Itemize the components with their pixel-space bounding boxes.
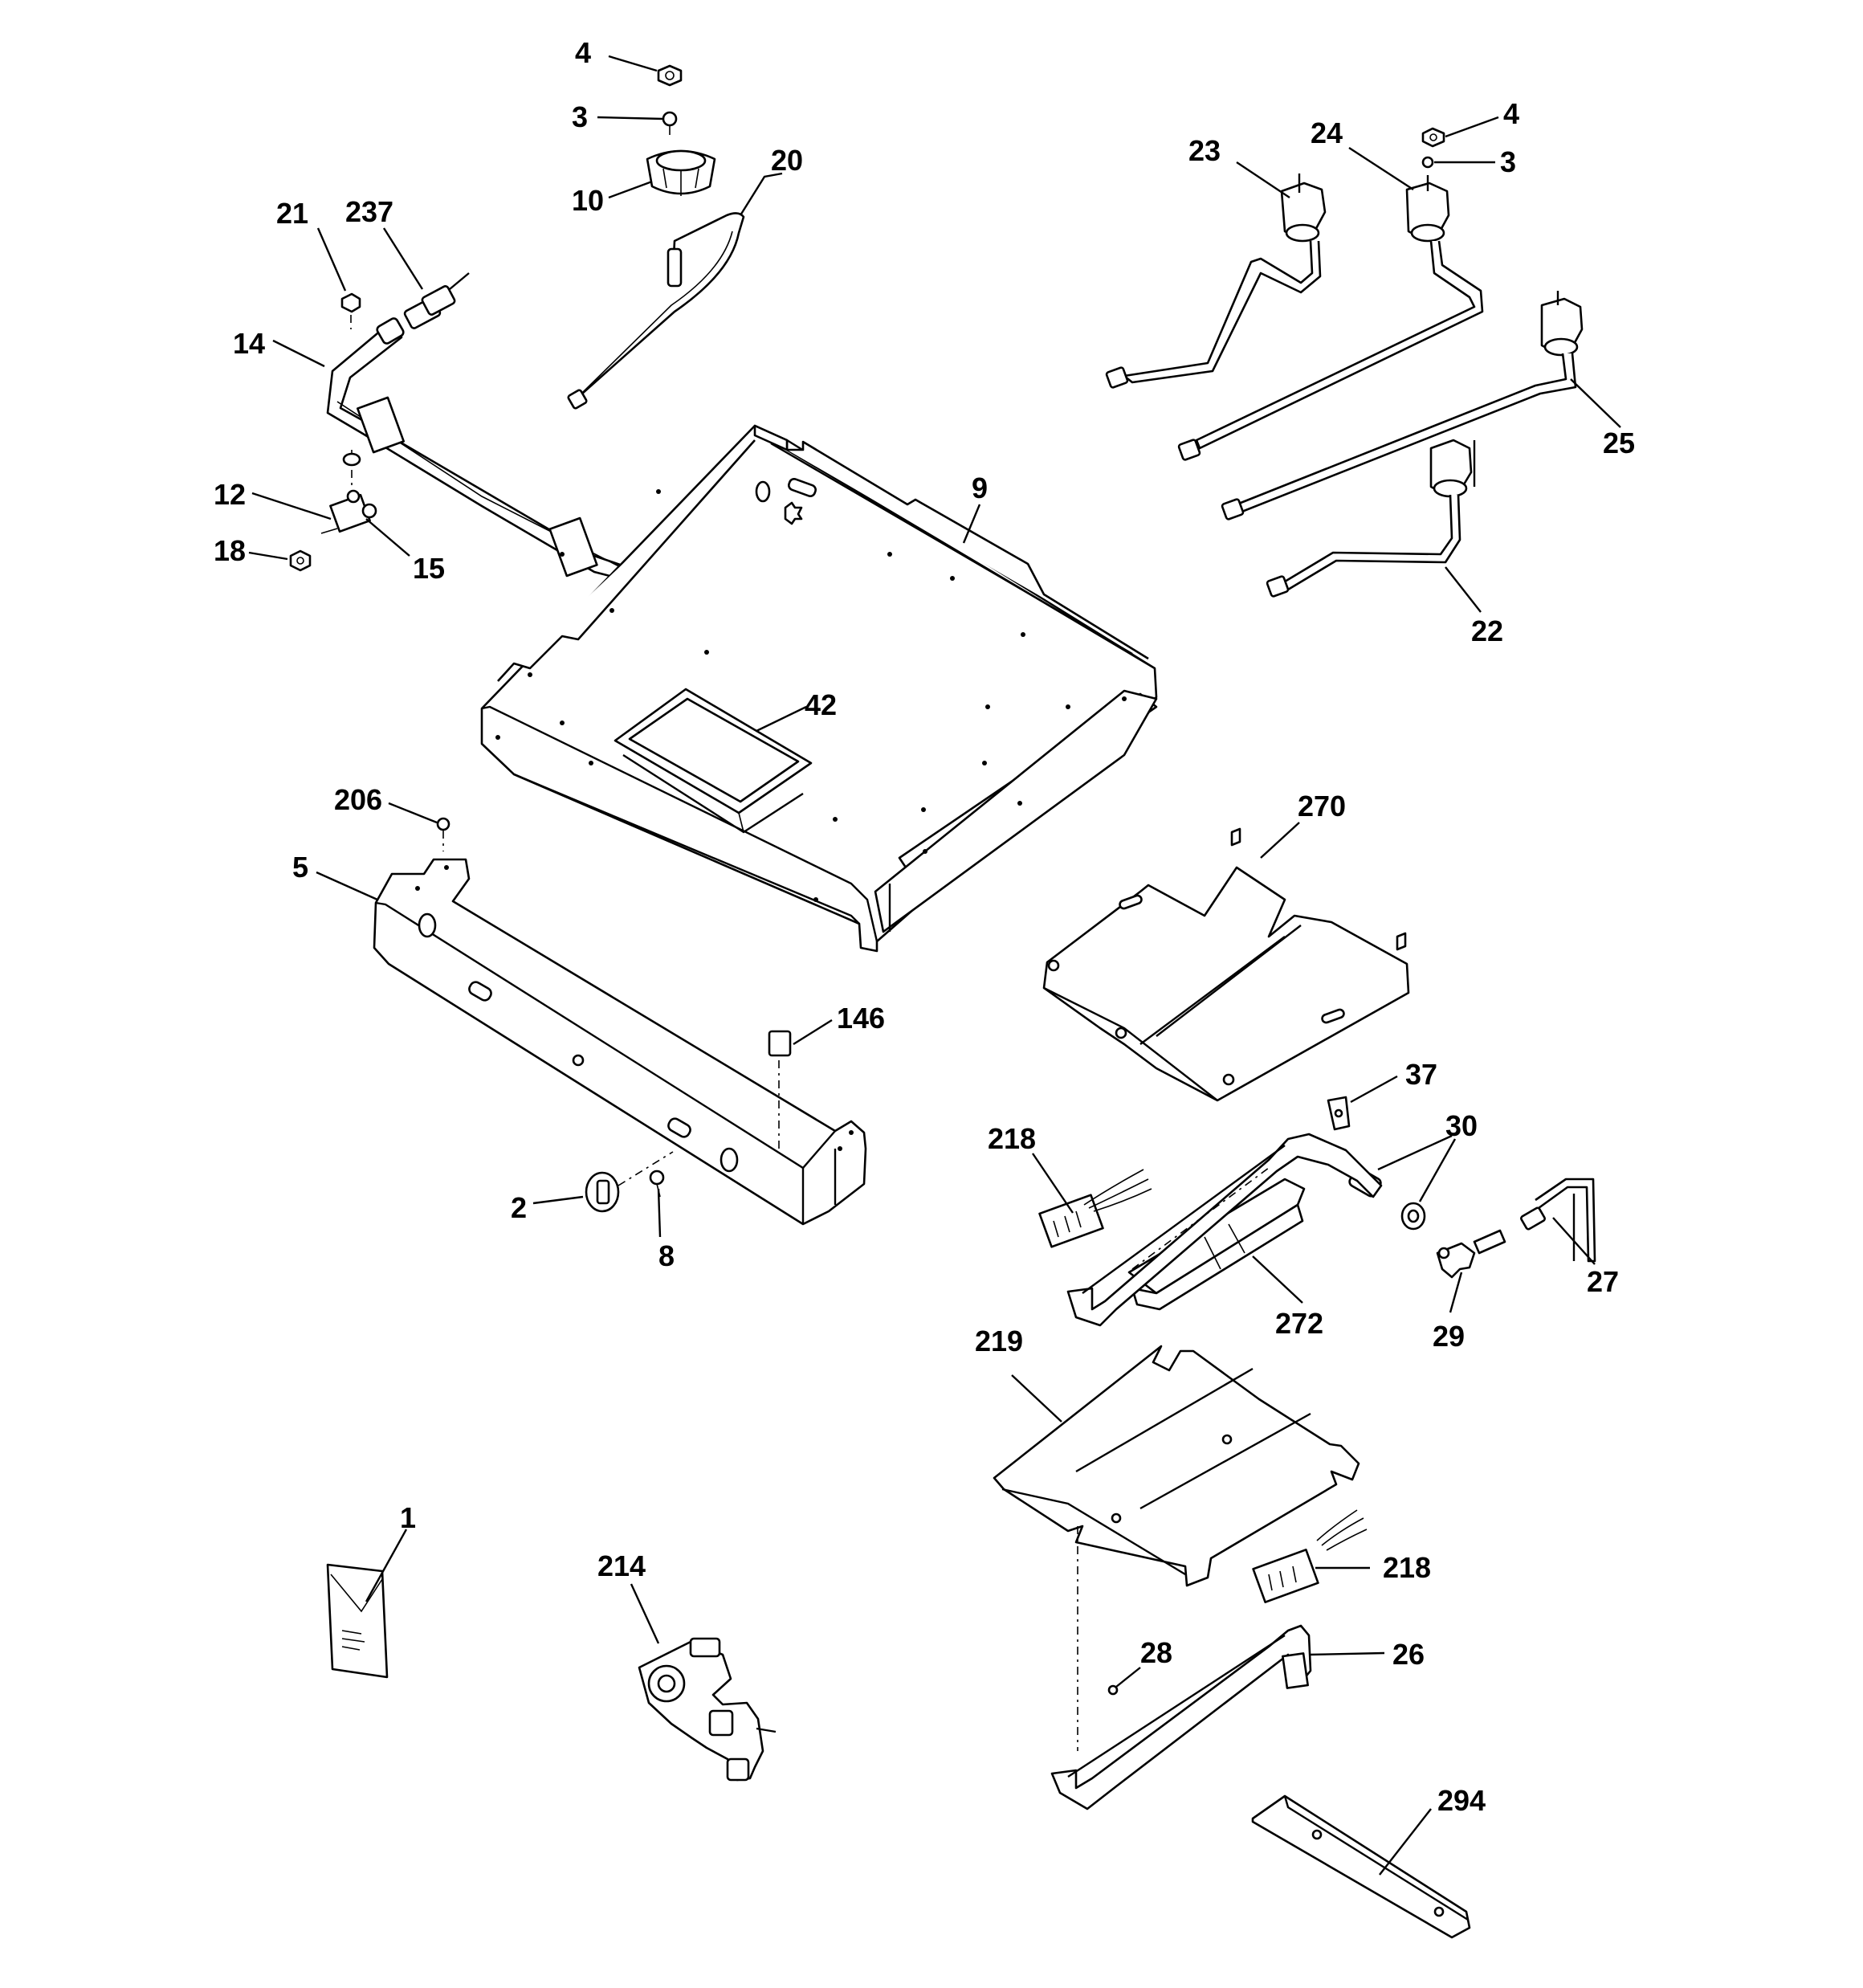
callout-218-lower: 218 bbox=[1383, 1551, 1431, 1584]
callout-27: 27 bbox=[1587, 1265, 1619, 1298]
callout-4-top: 4 bbox=[575, 36, 591, 69]
part-main-burner-tube bbox=[1066, 1133, 1383, 1327]
callout-12: 12 bbox=[214, 478, 246, 511]
callout-42: 42 bbox=[805, 688, 837, 721]
part-18-nut bbox=[289, 549, 312, 572]
callout-219: 219 bbox=[975, 1325, 1023, 1357]
part-237-fitting bbox=[403, 272, 470, 329]
callout-22: 22 bbox=[1471, 614, 1503, 647]
part-14-manifold bbox=[326, 317, 652, 588]
part-3-screw-right bbox=[1421, 156, 1434, 169]
part-28-screw bbox=[1107, 1684, 1119, 1696]
callout-21: 21 bbox=[276, 197, 308, 230]
callout-3-right: 3 bbox=[1500, 145, 1516, 178]
part-23-valve bbox=[1105, 173, 1327, 389]
callout-218-upper: 218 bbox=[988, 1122, 1036, 1155]
callout-15: 15 bbox=[413, 552, 445, 585]
part-3-screw-top bbox=[662, 111, 678, 135]
part-42-plate bbox=[614, 688, 813, 834]
part-2-knob bbox=[585, 1151, 674, 1213]
callout-294: 294 bbox=[1437, 1784, 1486, 1817]
callout-23: 23 bbox=[1188, 134, 1221, 167]
callout-18: 18 bbox=[214, 534, 246, 567]
part-206-screw bbox=[436, 817, 450, 851]
part-26-bake-burner bbox=[1050, 1624, 1312, 1810]
part-5-panel bbox=[373, 858, 867, 1226]
part-4-nut-top bbox=[657, 64, 683, 87]
part-219-oven-bottom bbox=[993, 1345, 1360, 1587]
part-218-harness-lower bbox=[1252, 1509, 1368, 1603]
part-272-shield bbox=[1127, 1178, 1306, 1311]
callout-25: 25 bbox=[1603, 427, 1635, 459]
callout-272: 272 bbox=[1275, 1307, 1323, 1340]
callout-24: 24 bbox=[1311, 116, 1343, 149]
callout-8: 8 bbox=[658, 1239, 675, 1272]
callout-37: 37 bbox=[1405, 1058, 1437, 1091]
callout-270: 270 bbox=[1298, 790, 1346, 823]
part-1-literature bbox=[326, 1563, 389, 1679]
callout-206: 206 bbox=[334, 783, 382, 816]
part-294-strip bbox=[1251, 1794, 1471, 1939]
part-4-nut-right bbox=[1421, 127, 1445, 148]
callout-30: 30 bbox=[1445, 1109, 1478, 1142]
part-21-screw bbox=[340, 292, 361, 329]
part-270-shield bbox=[1042, 827, 1410, 1102]
callout-146: 146 bbox=[837, 1002, 885, 1035]
callout-28: 28 bbox=[1140, 1636, 1172, 1669]
callout-14: 14 bbox=[233, 327, 265, 360]
callout-2: 2 bbox=[511, 1191, 527, 1224]
callout-237: 237 bbox=[345, 195, 393, 228]
part-24-valve bbox=[1177, 175, 1484, 461]
callout-20: 20 bbox=[771, 144, 803, 177]
part-146-clip bbox=[768, 1030, 792, 1149]
callout-labels: 4 3 10 20 21 237 14 12 15 18 23 24 4 3 2… bbox=[214, 36, 1635, 1817]
part-37-clip bbox=[1327, 1096, 1351, 1131]
part-27-tube bbox=[1520, 1178, 1596, 1263]
callout-9: 9 bbox=[972, 471, 988, 504]
part-214-valve bbox=[638, 1637, 777, 1782]
callout-10: 10 bbox=[572, 184, 604, 217]
part-25-valve bbox=[1221, 291, 1584, 520]
part-29-elbow bbox=[1436, 1229, 1506, 1279]
callout-5: 5 bbox=[292, 851, 308, 884]
part-22-valve bbox=[1266, 439, 1476, 598]
part-218-harness-upper bbox=[1038, 1169, 1152, 1248]
callout-26: 26 bbox=[1392, 1638, 1425, 1671]
callout-29: 29 bbox=[1433, 1320, 1465, 1353]
callout-3-top: 3 bbox=[572, 100, 588, 133]
part-9-base-pan bbox=[480, 424, 1158, 953]
part-20-tube bbox=[567, 212, 745, 410]
part-12-bracket bbox=[320, 450, 377, 534]
part-8-screw bbox=[649, 1170, 665, 1198]
callout-1: 1 bbox=[400, 1501, 416, 1534]
leader-lines bbox=[248, 55, 1621, 1876]
callout-4-right: 4 bbox=[1503, 97, 1519, 130]
callout-214: 214 bbox=[597, 1549, 646, 1582]
part-10-burner-head bbox=[646, 149, 716, 196]
